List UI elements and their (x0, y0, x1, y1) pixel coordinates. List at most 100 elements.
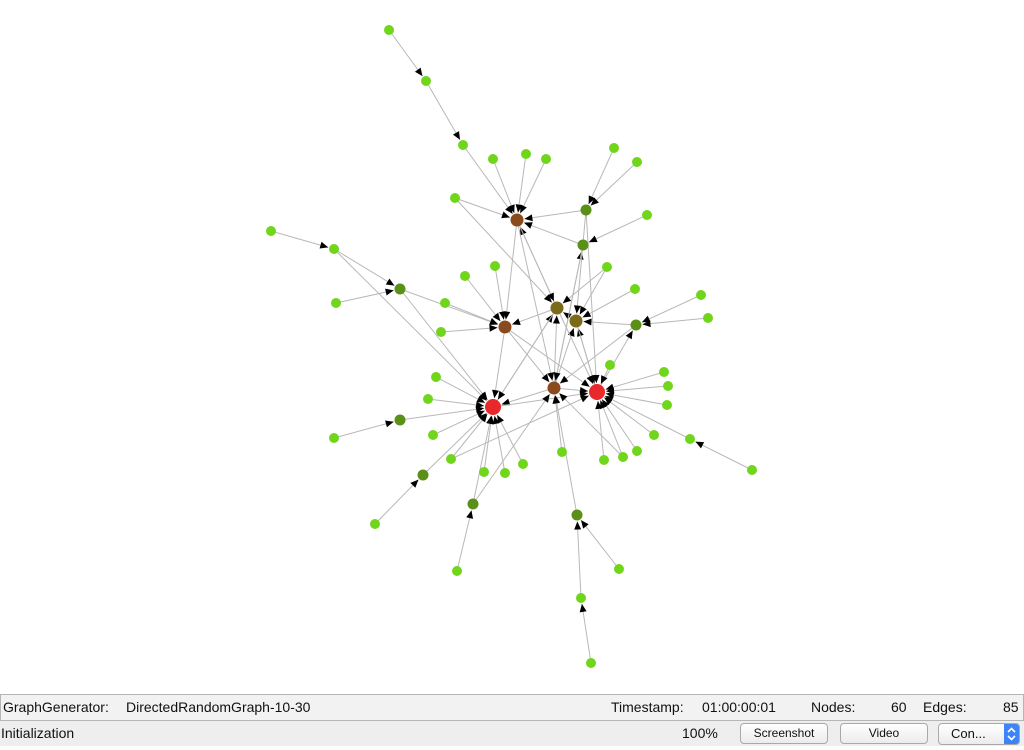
graph-node-a3[interactable] (458, 140, 468, 150)
timestamp-value: 01:00:00:01 (702, 699, 776, 715)
graph-edge-a7-C (454, 197, 553, 303)
graph-node-O[interactable] (571, 509, 583, 521)
graph-node-E[interactable] (547, 381, 561, 395)
graph-node-b3[interactable] (642, 210, 652, 220)
graph-node-f6[interactable] (685, 434, 695, 444)
graph-edge-c7-B (440, 327, 498, 333)
graph-edge-E-C (553, 315, 558, 389)
graph-node-f4[interactable] (662, 400, 672, 410)
graph-node-b1[interactable] (609, 143, 619, 153)
graph-node-c1[interactable] (266, 226, 276, 236)
graph-node-c2[interactable] (329, 244, 339, 254)
graph-node-A[interactable] (510, 213, 524, 227)
graph-edge-J-D (583, 321, 637, 326)
graph-node-e7[interactable] (500, 468, 510, 478)
screenshot-button[interactable]: Screenshot (740, 723, 828, 744)
edge-arrow-icon (541, 373, 550, 383)
graph-node-a1[interactable] (384, 25, 394, 35)
graph-node-e3[interactable] (329, 433, 339, 443)
graph-node-f10[interactable] (599, 455, 609, 465)
graph-edge-a3-A (462, 144, 514, 215)
graph-node-f9[interactable] (618, 452, 628, 462)
edge-arrow-icon (581, 379, 590, 387)
graph-node-f3[interactable] (663, 381, 673, 391)
graph-node-a2[interactable] (421, 76, 431, 86)
graph-node-M[interactable] (417, 469, 429, 481)
graph-canvas[interactable] (0, 0, 1024, 694)
graph-edge-c2-F (333, 248, 487, 402)
graph-edge-c4-B (444, 302, 499, 325)
graph-node-c5[interactable] (460, 271, 470, 281)
graph-node-C[interactable] (550, 301, 564, 315)
edge-arrow-icon (492, 389, 499, 399)
edge-arrow-icon (476, 395, 486, 403)
graph-node-d2[interactable] (630, 284, 640, 294)
edge-arrow-icon (543, 294, 552, 303)
graph-node-a7[interactable] (450, 193, 460, 203)
edge-arrow-icon (492, 312, 501, 322)
graph-node-a4[interactable] (488, 154, 498, 164)
graph-node-L[interactable] (394, 414, 406, 426)
graph-node-g3[interactable] (452, 566, 462, 576)
graph-node-f1[interactable] (605, 360, 615, 370)
graph-node-F[interactable] (485, 399, 501, 415)
graph-node-c6[interactable] (490, 261, 500, 271)
edge-arrow-icon (508, 204, 515, 214)
graph-edge-f4-G (605, 393, 668, 406)
graph-node-D[interactable] (569, 314, 583, 328)
video-button[interactable]: Video (840, 723, 928, 744)
graph-node-a5[interactable] (521, 149, 531, 159)
graph-edge-F-G (492, 392, 589, 408)
status-text: Initialization (1, 725, 75, 741)
graph-node-g4[interactable] (576, 593, 586, 603)
graph-node-J[interactable] (630, 319, 642, 331)
graph-node-e1[interactable] (431, 372, 441, 382)
graph-node-d3[interactable] (696, 290, 706, 300)
graph-edge-B-E (504, 326, 550, 383)
edge-arrow-icon (595, 400, 603, 410)
graph-node-e2[interactable] (423, 394, 433, 404)
edges-label: Edges: (923, 699, 967, 715)
edge-arrow-icon (588, 235, 598, 243)
graph-node-K[interactable] (394, 283, 406, 295)
graph-node-c4[interactable] (440, 298, 450, 308)
graph-node-d1[interactable] (602, 262, 612, 272)
graph-node-e8[interactable] (518, 459, 528, 469)
graph-edge-d1-D (579, 266, 608, 315)
edge-arrow-icon (600, 400, 607, 410)
graph-edge-c1-c2 (270, 230, 329, 248)
graph-edge-e2-F (427, 398, 485, 407)
console-select[interactable]: Con... (938, 723, 1020, 745)
graph-edge-b1-H (588, 147, 615, 205)
edge-arrow-icon (520, 226, 527, 236)
graph-node-G[interactable] (589, 384, 605, 400)
graph-node-a6[interactable] (541, 154, 551, 164)
edge-arrow-icon (580, 395, 589, 403)
graph-node-e5[interactable] (446, 454, 456, 464)
graph-edge-d2-D (582, 288, 636, 318)
edge-arrow-icon (559, 393, 568, 402)
graph-node-c3[interactable] (331, 298, 341, 308)
graph-node-g5[interactable] (586, 658, 596, 668)
graph-node-e6[interactable] (479, 467, 489, 477)
graph-node-f5[interactable] (649, 430, 659, 440)
graph-node-d4[interactable] (703, 313, 713, 323)
graph-node-f2[interactable] (659, 367, 669, 377)
graph-node-g1[interactable] (557, 447, 567, 457)
graph-node-N[interactable] (467, 498, 479, 510)
edge-arrow-icon (590, 197, 599, 206)
graph-node-B[interactable] (498, 320, 512, 334)
graph-node-g2[interactable] (614, 564, 624, 574)
graph-node-f8[interactable] (632, 446, 642, 456)
console-select-value: Con... (951, 726, 986, 741)
edge-arrow-icon (478, 392, 487, 401)
graph-node-H[interactable] (580, 204, 592, 216)
graph-node-e9[interactable] (370, 519, 380, 529)
graph-node-f7[interactable] (747, 465, 757, 475)
graph-node-I[interactable] (577, 239, 589, 251)
graph-node-e4[interactable] (428, 430, 438, 440)
edge-arrow-icon (547, 372, 555, 381)
graph-node-c7[interactable] (436, 327, 446, 337)
generator-value: DirectedRandomGraph-10-30 (126, 699, 311, 715)
graph-node-b2[interactable] (632, 157, 642, 167)
